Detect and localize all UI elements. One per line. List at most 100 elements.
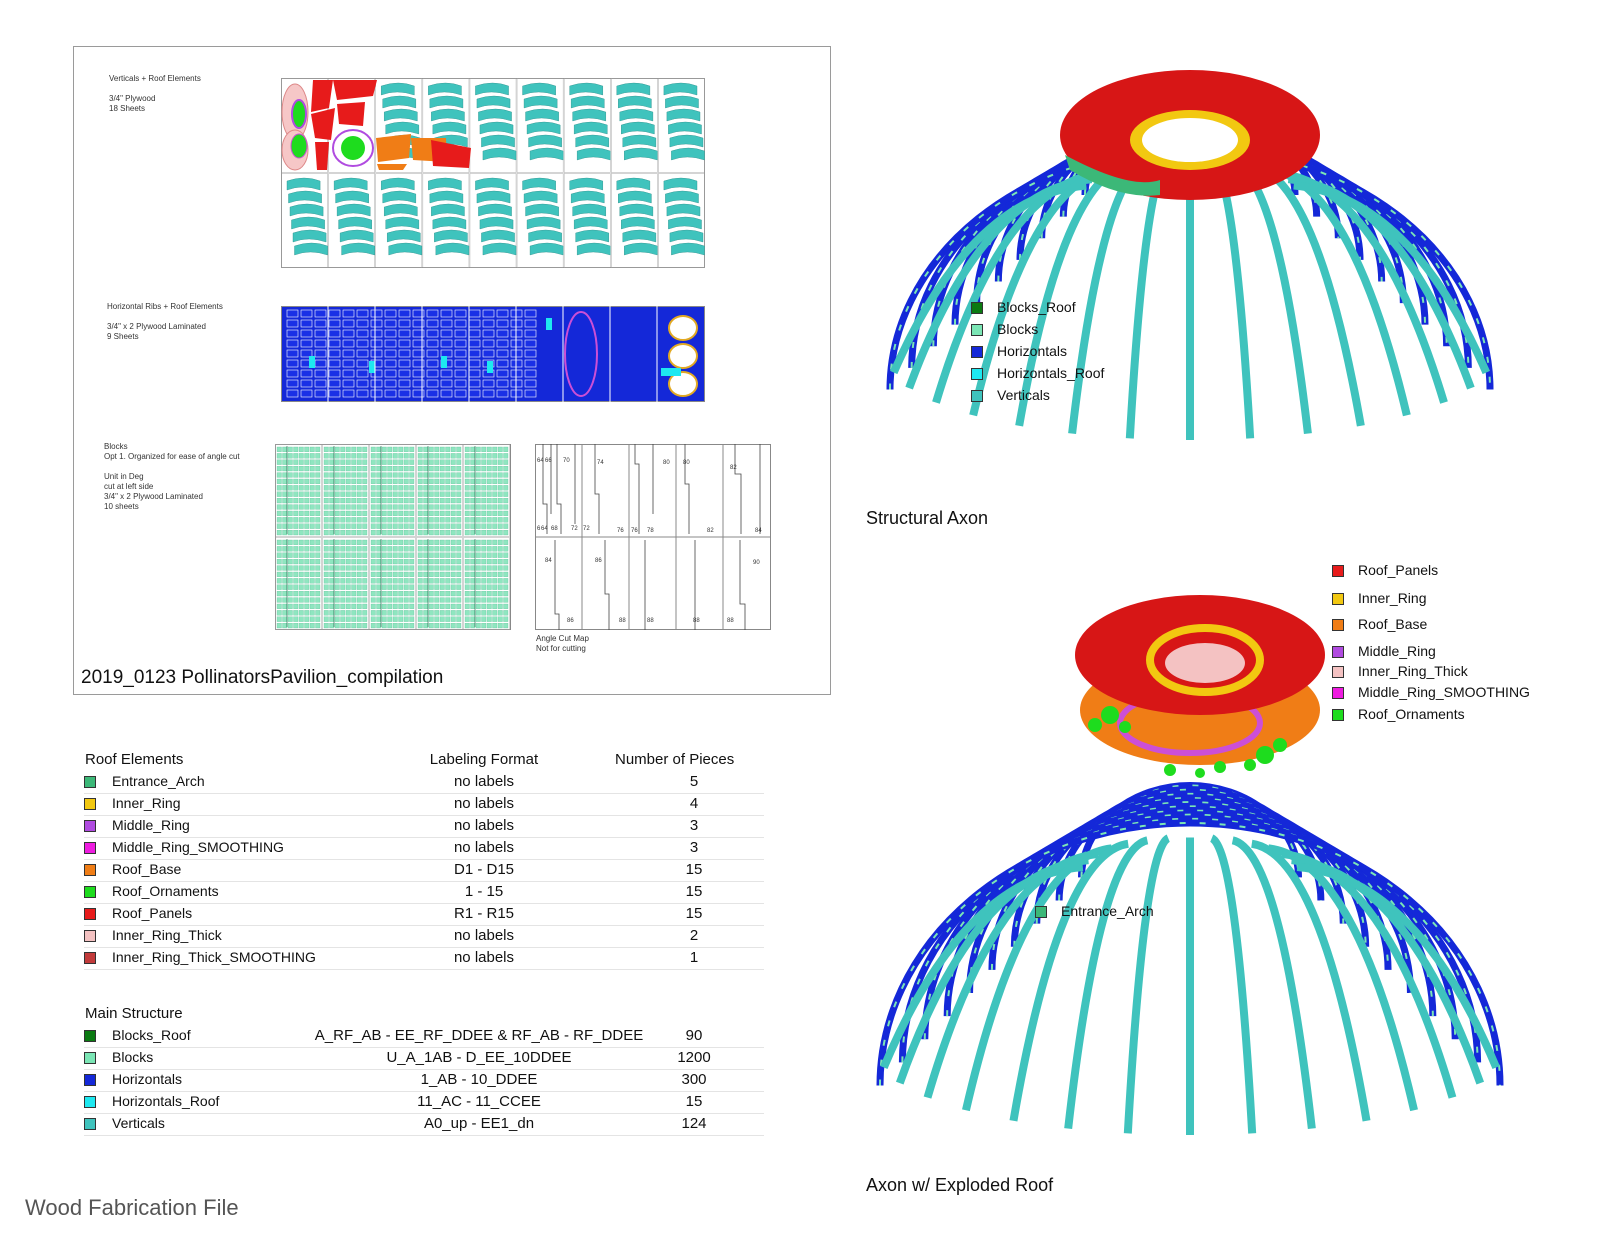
angle-label: 88: [647, 618, 654, 624]
color-swatch: [84, 886, 96, 898]
legend-swatch: [1035, 906, 1047, 918]
roof-table-header-count: Number of Pieces: [615, 751, 735, 768]
piece-count: 3: [689, 817, 699, 834]
legend-label: Middle_Ring: [1358, 643, 1436, 659]
color-swatch: [84, 798, 96, 810]
labeling-format: no labels: [453, 927, 515, 944]
section-note-verticals: Verticals + Roof Elements 3/4" Plywood 1…: [109, 74, 201, 113]
inner-ring: [1146, 624, 1264, 696]
footer-title: Wood Fabrication File: [25, 1195, 239, 1220]
table-row: Roof_Panels R1 - R15 15: [84, 905, 764, 926]
color-swatch: [84, 1074, 96, 1086]
angle-cut-map: 64 66 70 74 80 80 82 6 64 68 72 72 76 76…: [535, 444, 771, 630]
angle-label: 76: [617, 528, 624, 534]
row-divider: [84, 925, 764, 926]
angle-map-caption: Angle Cut Map Not for cutting: [536, 634, 589, 653]
row-divider: [84, 1113, 764, 1114]
piece-count: 15: [685, 905, 703, 922]
legend-swatch: [1332, 646, 1344, 658]
row-divider: [84, 969, 764, 970]
legend-label: Blocks_Roof: [997, 299, 1076, 315]
color-swatch: [84, 864, 96, 876]
angle-label: 68: [551, 526, 558, 532]
piece-count: 5: [689, 773, 699, 790]
element-name: Inner_Ring_Thick: [112, 927, 222, 943]
angle-label: 82: [730, 465, 737, 471]
angle-label: 84: [755, 528, 762, 534]
inner-ring-thick: [1165, 643, 1245, 683]
legend-label: Inner_Ring_Thick: [1358, 663, 1468, 679]
angle-label: 76: [631, 528, 638, 534]
piece-count: 300: [681, 1071, 707, 1088]
legend-label: Verticals: [997, 387, 1050, 403]
angle-label: 88: [693, 618, 700, 624]
labeling-format: 11_AC - 11_CCEE: [417, 1093, 541, 1110]
row-divider: [84, 947, 764, 948]
legend-label: Horizontals_Roof: [997, 365, 1105, 381]
main-table-header: Main Structure: [85, 1005, 183, 1022]
row-divider: [84, 903, 764, 904]
legend-swatch: [1332, 687, 1344, 699]
color-swatch: [84, 1052, 96, 1064]
piece-count: 124: [681, 1115, 707, 1132]
angle-label: 88: [727, 618, 734, 624]
labeling-format: A0_up - EE1_dn: [423, 1115, 535, 1132]
color-swatch: [84, 776, 96, 788]
table-row: Blocks_Roof A_RF_AB - EE_RF_DDEE & RF_AB …: [84, 1027, 764, 1048]
legend-label: Blocks: [997, 321, 1039, 337]
angle-label: 72: [571, 526, 578, 532]
labeling-format: R1 - R15: [453, 905, 515, 922]
labeling-format: D1 - D15: [453, 861, 515, 878]
element-name: Inner_Ring_Thick_SMOOTHING: [112, 949, 316, 965]
row-divider: [84, 881, 764, 882]
piece-count: 15: [685, 1093, 703, 1110]
piece-count: 90: [685, 1027, 703, 1044]
labeling-format: no labels: [453, 817, 515, 834]
horizontals-nesting-sheet: [281, 306, 705, 402]
labeling-format: no labels: [453, 949, 515, 966]
angle-label: 64: [537, 458, 544, 464]
labeling-format: A_RF_AB - EE_RF_DDEE & RF_AB - RF_DDEE: [314, 1027, 644, 1044]
roof-ornaments: [1088, 706, 1287, 778]
element-name: Roof_Panels: [112, 905, 193, 921]
angle-label: 86: [567, 618, 574, 624]
legend-swatch: [1332, 666, 1344, 678]
legend-swatch: [971, 346, 983, 358]
legend-swatch: [1332, 709, 1344, 721]
element-name: Inner_Ring: [112, 795, 181, 811]
element-name: Middle_Ring_SMOOTHING: [112, 839, 284, 855]
color-swatch: [84, 952, 96, 964]
color-swatch: [84, 908, 96, 920]
table-row: Middle_Ring no labels 3: [84, 817, 764, 838]
legend-swatch: [971, 302, 983, 314]
color-swatch: [84, 842, 96, 854]
legend-label: Entrance_Arch: [1061, 903, 1154, 919]
roof-table-header-label: Labeling Format: [429, 751, 539, 768]
row-divider: [84, 859, 764, 860]
element-name: Middle_Ring: [112, 817, 190, 833]
caption-exploded-axon: Axon w/ Exploded Roof: [866, 1175, 1054, 1195]
angle-label: 66: [545, 458, 552, 464]
color-swatch: [84, 930, 96, 942]
element-name: Blocks_Roof: [112, 1027, 191, 1043]
roof-table-header-name: Roof Elements: [85, 751, 184, 768]
row-divider: [84, 793, 764, 794]
table-row: Horizontals_Roof 11_AC - 11_CCEE 15: [84, 1093, 764, 1114]
dome-structure: [876, 782, 1504, 1135]
row-divider: [84, 1047, 764, 1048]
element-name: Blocks: [112, 1049, 154, 1065]
element-name: Roof_Base: [112, 861, 182, 877]
section-note-blocks: Blocks Opt 1. Organized for ease of angl…: [104, 442, 240, 511]
angle-label: 72: [583, 526, 590, 532]
labeling-format: 1_AB - 10_DDEE: [420, 1071, 538, 1088]
element-name: Horizontals_Roof: [112, 1093, 220, 1109]
legend-label: Inner_Ring: [1358, 590, 1427, 606]
angle-label: 80: [663, 460, 670, 466]
